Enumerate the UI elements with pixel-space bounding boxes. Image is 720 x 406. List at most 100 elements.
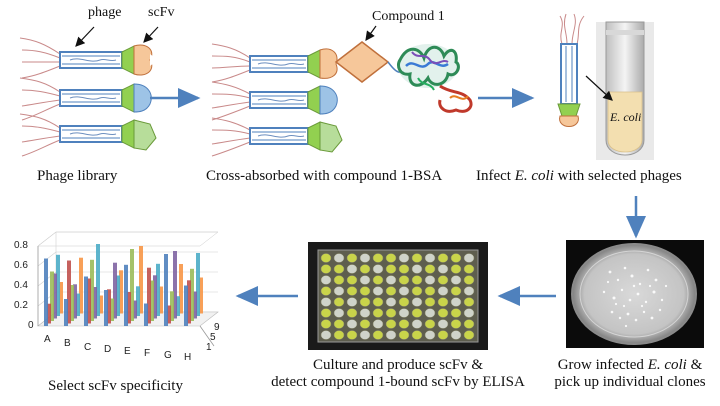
step3-caption-ecoli: E. coli: [514, 168, 554, 184]
elisa-plate-photo: [308, 242, 488, 350]
elisa-well: [450, 253, 462, 263]
tube-ecoli-label: E. coli: [610, 110, 642, 124]
elisa-well: [333, 253, 345, 263]
phage-2a: [211, 43, 338, 83]
elisa-well: [463, 308, 475, 318]
elisa-well: [385, 264, 397, 274]
chart-bar: [119, 270, 123, 314]
infection-panel: [557, 13, 654, 160]
elisa-well: [333, 297, 345, 307]
chart-bar: [73, 284, 77, 319]
elisa-well: [398, 253, 410, 263]
chart-bar: [199, 277, 203, 314]
elisa-well: [463, 264, 475, 274]
chart-bar: [130, 249, 134, 321]
elisa-well: [411, 330, 423, 340]
elisa-well: [372, 275, 384, 285]
elisa-well: [333, 308, 345, 318]
chart-bar: [67, 260, 71, 324]
tube-pointer: [585, 75, 613, 101]
elisa-well: [346, 297, 358, 307]
elisa-well: [437, 275, 449, 285]
elisa-well: [463, 275, 475, 285]
chart-bar: [156, 263, 160, 316]
elisa-well: [450, 297, 462, 307]
chart-bar: [99, 295, 103, 314]
y-tick: 0: [28, 320, 34, 331]
elisa-well: [359, 264, 371, 274]
compound-label: Compound 1: [372, 9, 445, 24]
chart-bar: [167, 305, 171, 324]
elisa-well: [424, 330, 436, 340]
elisa-well: [450, 308, 462, 318]
elisa-well: [385, 253, 397, 263]
chart-bar: [104, 290, 108, 326]
elisa-well: [398, 319, 410, 329]
chart-bar: [59, 282, 63, 314]
step3-caption: Infect E. coli with selected phages: [476, 168, 682, 185]
elisa-well: [346, 275, 358, 285]
elisa-well: [320, 286, 332, 296]
step6-caption: Select scFv specificity: [48, 378, 183, 394]
scfv-pointer: [143, 26, 159, 43]
elisa-wells: [320, 253, 475, 340]
chart-bar: [139, 246, 143, 314]
elisa-well: [372, 297, 384, 307]
elisa-well: [320, 330, 332, 340]
step3-caption-pre: Infect: [476, 168, 515, 184]
elisa-well: [398, 330, 410, 340]
elisa-well: [372, 264, 384, 274]
step4-caption: Grow infected E. coli & pick up individu…: [540, 357, 720, 391]
selected-phage: [560, 43, 578, 105]
elisa-well: [372, 330, 384, 340]
x-tick: E: [124, 346, 131, 357]
cross-absorption-panel: [211, 25, 473, 157]
elisa-well: [411, 319, 423, 329]
elisa-well: [359, 275, 371, 285]
z-tick: 1: [206, 342, 212, 353]
y-tick: 0.2: [14, 300, 28, 311]
step5-caption: Culture and produce scFv & detect compou…: [258, 357, 538, 391]
compound-pointer: [365, 25, 377, 41]
elisa-well: [333, 286, 345, 296]
chart-bar: [116, 275, 120, 316]
elisa-well: [372, 253, 384, 263]
elisa-well: [450, 330, 462, 340]
bsa-protein-ribbon: [396, 44, 473, 113]
chart-bar: [110, 298, 114, 321]
elisa-well: [346, 286, 358, 296]
chart-bar: [196, 253, 200, 316]
step4-caption-line1: Grow infected E. coli &: [540, 357, 720, 374]
chart-bar: [127, 292, 131, 324]
step5-caption-line2: detect compound 1-bound scFv by ELISA: [271, 374, 525, 390]
elisa-well: [398, 264, 410, 274]
elisa-well: [437, 319, 449, 329]
elisa-well: [385, 286, 397, 296]
chart-bar: [133, 300, 137, 319]
elisa-well: [385, 308, 397, 318]
elisa-well: [437, 330, 449, 340]
chart-bar: [113, 262, 117, 319]
specificity-3d-chart: [37, 231, 219, 347]
elisa-well: [346, 319, 358, 329]
step4-caption-line2: pick up individual clones: [554, 374, 706, 390]
phage-2b: [211, 81, 338, 121]
compound-diamond: [334, 41, 390, 83]
step4-caption-pre: Grow infected: [557, 357, 648, 373]
elisa-well: [346, 264, 358, 274]
elisa-well: [398, 275, 410, 285]
elisa-well: [320, 319, 332, 329]
elisa-well: [372, 319, 384, 329]
chart-bar: [96, 244, 100, 316]
elisa-well: [333, 319, 345, 329]
elisa-well: [320, 297, 332, 307]
elisa-well: [411, 308, 423, 318]
chart-bar: [90, 259, 94, 321]
chart-bar: [173, 251, 177, 319]
elisa-well: [424, 286, 436, 296]
chart-bar: [76, 293, 80, 316]
chart-bars: [44, 244, 203, 326]
elisa-well: [463, 253, 475, 263]
scfv-label: scFv: [148, 5, 175, 20]
